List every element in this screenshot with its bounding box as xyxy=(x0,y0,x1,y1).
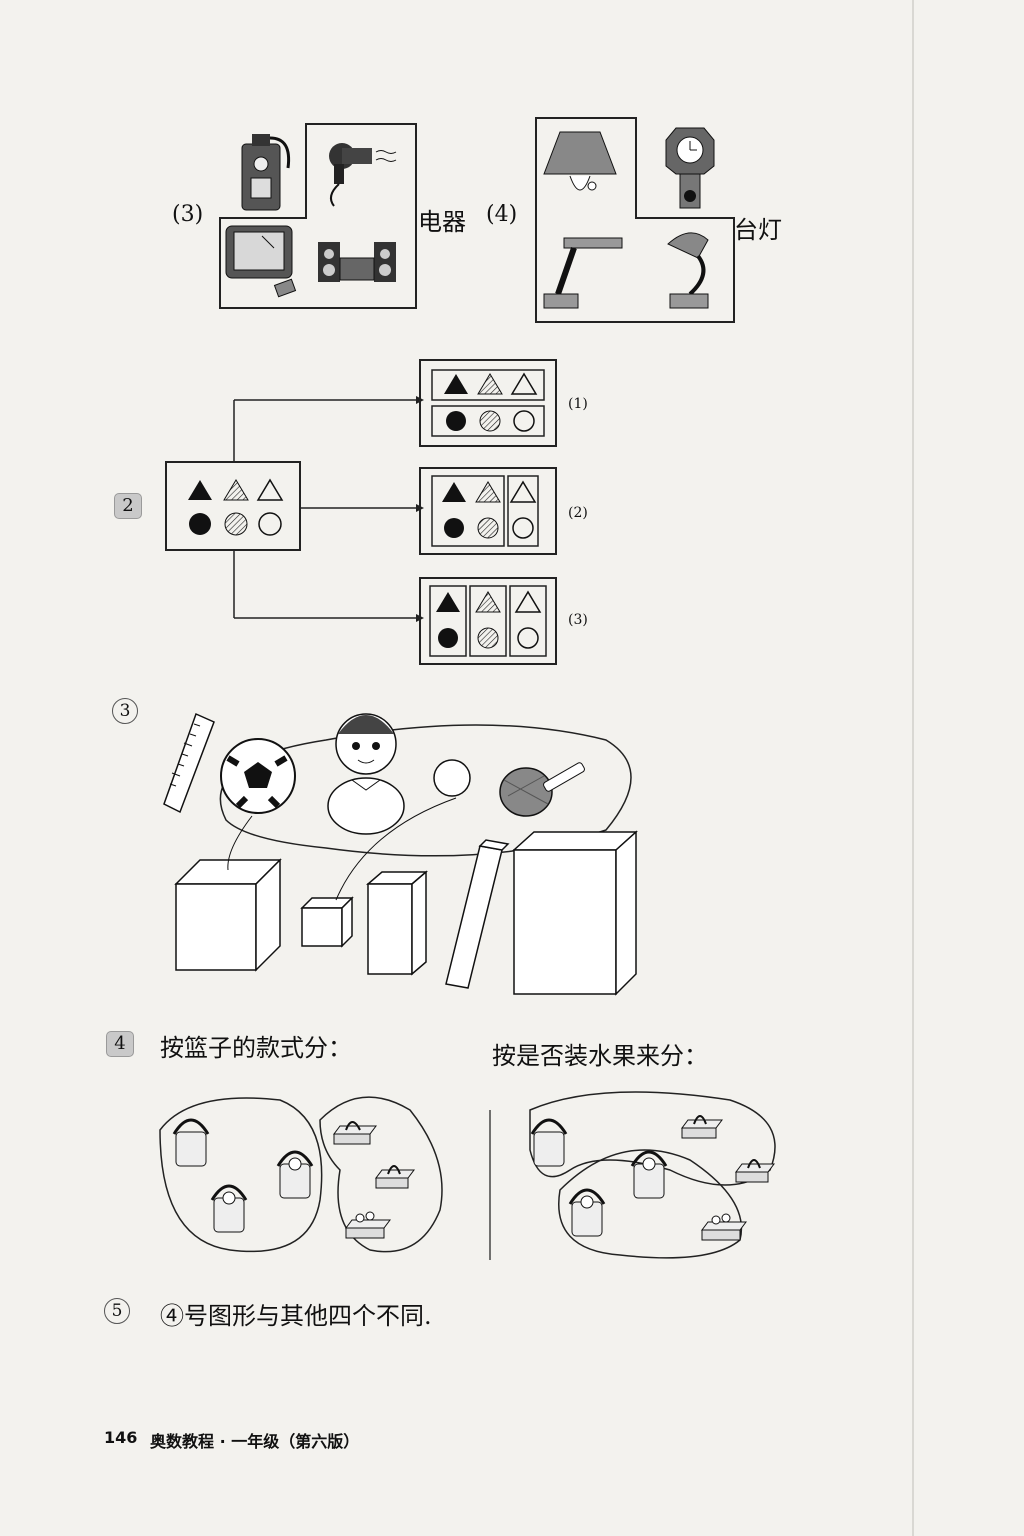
option-2-label: (2) xyxy=(568,505,588,521)
round-basket-icon xyxy=(276,1150,314,1199)
question-2-number: 2 xyxy=(114,493,142,519)
big-box-icon xyxy=(512,830,638,996)
fruit-content-caption: 按是否装水果来分： xyxy=(492,1042,708,1070)
tv-icon xyxy=(225,225,297,298)
page-fold-line xyxy=(912,0,914,1536)
object-shape-matching-figure xyxy=(163,712,638,996)
gooseneck-lamp-icon xyxy=(667,232,709,309)
desk-lamp-icon xyxy=(543,237,623,309)
tall-box-icon xyxy=(365,870,429,976)
large-cube-icon xyxy=(174,858,282,972)
round-basket-icon xyxy=(530,1118,568,1167)
basket-style-caption: 按篮子的款式分： xyxy=(160,1034,352,1062)
flat-basket-icon xyxy=(701,1213,747,1241)
hair-dryer-icon xyxy=(329,143,397,207)
appliance-group-outline xyxy=(219,123,417,309)
ping-pong-ball-icon xyxy=(433,759,471,797)
flat-basket-icon xyxy=(681,1115,723,1139)
spheres-grouping-loop xyxy=(219,724,632,857)
fire-extinguisher-icon xyxy=(241,134,291,211)
long-bar-icon xyxy=(445,839,510,989)
option-3-label: (3) xyxy=(568,612,588,628)
source-shapes-box xyxy=(165,461,301,551)
item-4-label: (4) xyxy=(486,202,518,227)
ruler-icon xyxy=(163,712,215,814)
option-1-box xyxy=(419,359,557,447)
appliance-group-figure xyxy=(219,123,417,309)
stereo-icon xyxy=(318,242,396,282)
basket-grouping-figure xyxy=(159,1091,776,1260)
question-5-answer: ④号图形与其他四个不同. xyxy=(160,1302,432,1330)
round-basket-icon xyxy=(568,1188,606,1237)
round-basket-icon xyxy=(210,1184,248,1233)
flat-baskets-group xyxy=(319,1096,443,1253)
book-title: 奥数教程 · 一年级（第六版） xyxy=(150,1432,360,1451)
option-3-box xyxy=(419,577,557,665)
shape-classification-diagram xyxy=(165,359,557,665)
page-number: 146 xyxy=(104,1428,138,1447)
option-2-box xyxy=(419,467,557,555)
category-electrical-appliances: 电器 xyxy=(418,208,466,236)
round-baskets-group xyxy=(159,1097,323,1253)
lamp-group-outline xyxy=(535,117,735,323)
ping-pong-paddle-icon xyxy=(499,762,585,817)
small-cube-icon xyxy=(300,896,354,948)
flat-basket-icon xyxy=(345,1211,391,1239)
flat-basket-icon xyxy=(375,1165,415,1189)
question-4-number: 4 xyxy=(106,1031,134,1057)
round-basket-icon xyxy=(172,1118,210,1167)
question-5-number: 5 xyxy=(104,1298,130,1324)
option-1-label: (1) xyxy=(568,396,588,412)
flat-basket-icon xyxy=(735,1159,775,1183)
round-basket-icon xyxy=(630,1150,668,1199)
pendulum-clock-icon xyxy=(665,127,715,209)
soccer-ball-icon xyxy=(220,738,296,814)
item-3-label: (3) xyxy=(172,202,204,227)
table-lamp-icon xyxy=(543,131,617,191)
flat-basket-icon xyxy=(333,1121,377,1145)
connector-line xyxy=(227,815,253,871)
lamp-group-figure xyxy=(535,117,735,323)
category-desk-lamps: 台灯 xyxy=(734,216,782,244)
connector-line xyxy=(335,797,457,901)
doll-icon xyxy=(327,713,405,835)
question-3-number: 3 xyxy=(112,698,138,724)
